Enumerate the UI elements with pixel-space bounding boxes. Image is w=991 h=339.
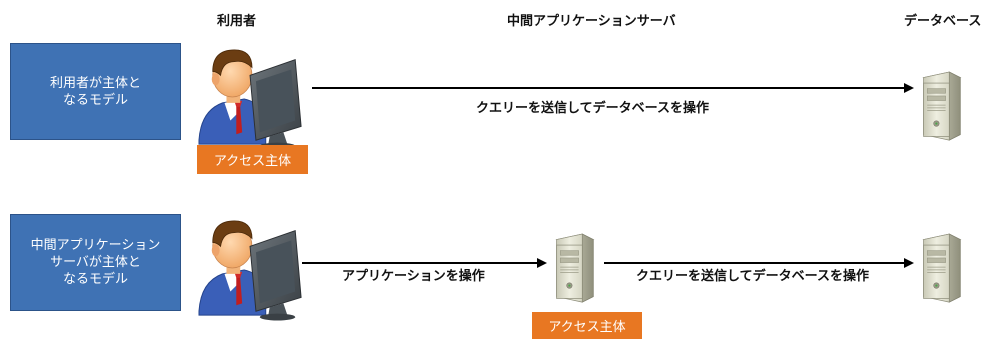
model-box-user-principal: 利用者が主体と なるモデル [10,43,181,140]
header-database: データベース [904,14,982,29]
header-middle-server: 中間アプリケーションサーバ [507,14,676,29]
header-user: 利用者 [217,14,257,29]
model-box-middle-server-principal: 中間アプリケーション サーバが主体と なるモデル [10,214,181,311]
arrow-label-operate-app: アプリケーションを操作 [342,269,485,284]
arrow-label-query-db-row1: クエリーを送信してデータベースを操作 [476,101,709,116]
access-principal-badge-middle-server: アクセス主体 [532,312,642,339]
access-principal-badge-user: アクセス主体 [197,145,308,174]
arrow-label-query-db-row2: クエリーを送信してデータベースを操作 [636,269,869,284]
